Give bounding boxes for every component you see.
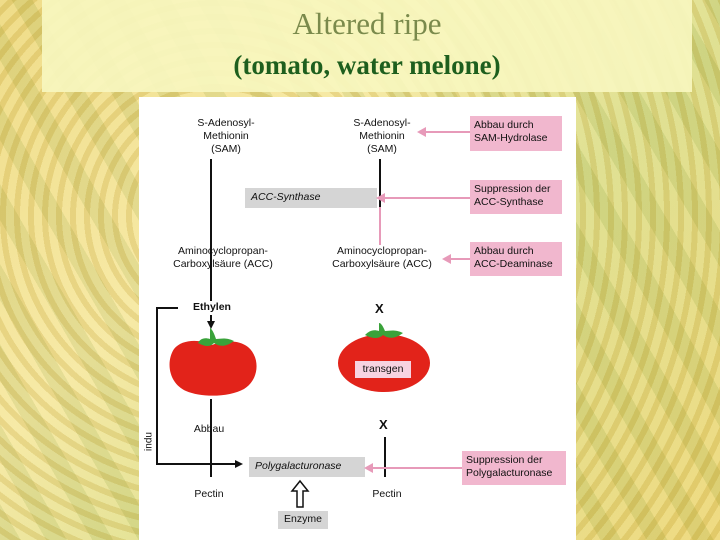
acc-synthase-arrowhead: [376, 193, 385, 203]
acc-synthase-enzyme-box: ACC-Synthase: [245, 188, 377, 208]
right-x-mark-ethylen: X: [375, 301, 384, 316]
right-abbau-to-pectin-line: [384, 437, 386, 477]
acc-synthase-arrow-line: [383, 197, 470, 199]
left-acc-to-ethylen-line: [210, 275, 212, 299]
left-ethylen-label: Ethylen: [193, 301, 231, 313]
acc-deaminase-arrowhead: [442, 254, 451, 264]
enzyme-legend-box: Enzyme: [278, 511, 328, 529]
sam-hydrolase-arrowhead: [417, 127, 426, 137]
right-tomato-image: [338, 323, 430, 392]
acc-deaminase-arrow-line: [449, 258, 470, 260]
slide-title: Altered ripe: [292, 6, 442, 41]
polygalacturonase-suppression-box: Suppression der Polygalacturonase: [462, 451, 566, 485]
sam-hydrolase-arrow-line: [424, 131, 470, 133]
left-sam-to-acc-line: [210, 159, 212, 301]
polygalacturonase-arrowhead: [364, 463, 373, 473]
left-ethylen-to-tomato-line: [210, 315, 212, 323]
left-ethylen-arrow: [207, 321, 215, 329]
left-acc-label: Aminocyclopropan- Carboxylsäure (ACC): [173, 245, 273, 270]
left-tomato-image: [169, 328, 257, 396]
induction-arrow: [235, 460, 243, 468]
right-pectin-label: Pectin: [372, 488, 402, 500]
induction-side-label: indu: [143, 432, 155, 451]
acc-deaminase-box: Abbau durch ACC-Deaminase: [470, 242, 562, 276]
polygalacturonase-arrow-line: [371, 467, 462, 469]
left-sam-label: S-Adenosyl- Methionin (SAM): [197, 117, 255, 155]
slide-subtitle: (tomato, water melone): [233, 50, 501, 80]
left-abbau-label: Abbau: [193, 423, 225, 435]
induction-bracket-line: [156, 307, 158, 465]
title-band: Altered ripe (tomato, water melone): [42, 0, 692, 92]
acc-synthase-suppression-box: Suppression der ACC-Synthase: [470, 180, 562, 214]
enzyme-up-arrow-icon: [290, 479, 310, 508]
left-tomato-to-pectin-line: [210, 399, 212, 477]
right-x-mark-abbau: X: [379, 417, 388, 432]
induction-bracket-bottom: [156, 463, 236, 465]
right-suppressed-segment: [379, 207, 381, 245]
ripening-pathway-diagram: S-Adenosyl- Methionin (SAM) Aminocyclopr…: [139, 97, 576, 540]
sam-hydrolase-box: Abbau durch SAM-Hydrolase: [470, 116, 562, 151]
right-sam-label: S-Adenosyl- Methionin (SAM): [353, 117, 411, 155]
induction-bracket-top: [156, 307, 178, 309]
right-acc-label: Aminocyclopropan- Carboxylsäure (ACC): [332, 245, 432, 270]
transgen-label: transgen: [355, 361, 411, 378]
polygalacturonase-enzyme-box: Polygalacturonase: [249, 457, 365, 477]
left-pectin-label: Pectin: [194, 488, 224, 500]
